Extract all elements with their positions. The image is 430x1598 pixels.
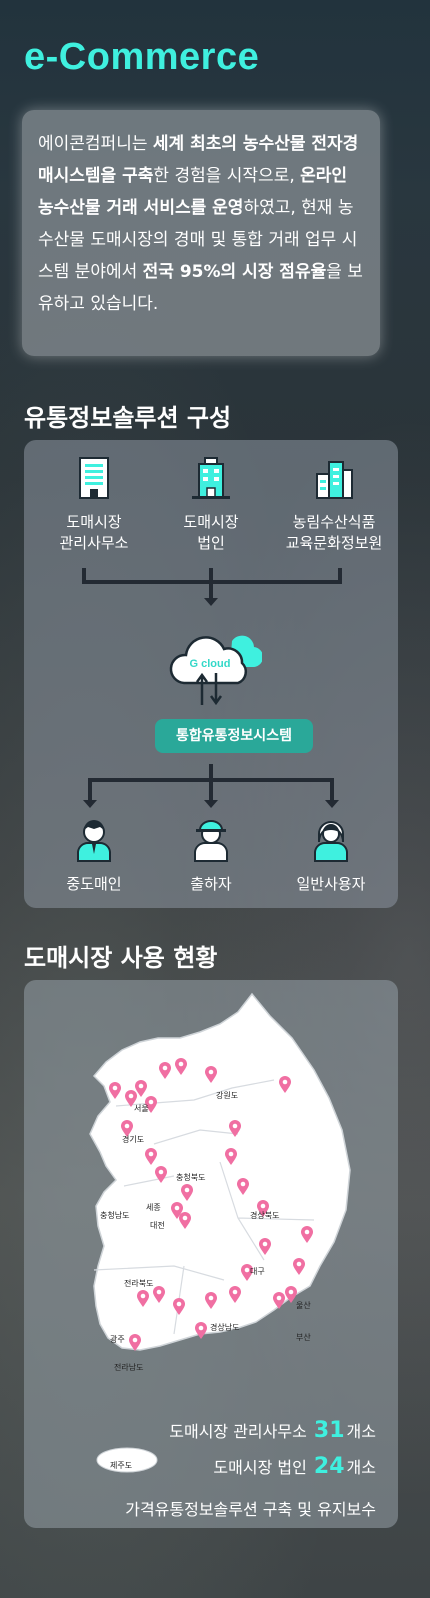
region-label: 경상남도 (210, 1323, 240, 1332)
region-label: 전라남도 (114, 1363, 144, 1372)
location-pin-icon (145, 1148, 157, 1165)
page-title: e-Commerce (24, 36, 260, 78)
intro-text-segment: 한 경험을 시작으로, (153, 166, 301, 186)
location-pin-icon (121, 1120, 133, 1137)
region-label: 제주도 (110, 1461, 133, 1470)
source-label: 도매시장 법인 (183, 513, 239, 552)
location-pin-icon (257, 1200, 269, 1217)
user-shipper: 출하자 (161, 818, 261, 895)
cloud-label: G cloud (190, 658, 231, 670)
user-middle-wholesaler: 중도매인 (44, 818, 144, 895)
intro-text-segment: 세계 최초의 농수산물 전자경매시스템을 구축 (38, 134, 359, 186)
location-pin-icon (175, 1058, 187, 1075)
intro-text-segment: 하였고, 현재 농수산물 도매시장의 경매 및 통합 거래 업무 시스템 분야에… (38, 198, 358, 282)
location-pin-icon (145, 1096, 157, 1113)
location-pin-icon (225, 1148, 237, 1165)
distribution-section-title: 유통정보솔루션 구성 (24, 404, 232, 432)
location-pin-icon (285, 1286, 297, 1303)
office-building-icon (79, 457, 109, 499)
region-label: 경상북도 (250, 1211, 280, 1220)
location-pin-icon (173, 1298, 185, 1315)
region-label: 경기도 (122, 1135, 145, 1144)
region-label: 충청남도 (100, 1211, 130, 1220)
intro-text-segment: 에이콘컴퍼니는 (38, 134, 153, 154)
region-label: 울산 (296, 1301, 311, 1310)
region-label: 강원도 (216, 1091, 239, 1100)
location-pin-icon (125, 1090, 137, 1107)
user-label: 중도매인 (66, 875, 122, 893)
source-connector-arrows (82, 568, 342, 606)
region-label: 광주 (110, 1335, 125, 1344)
source-label: 도매시장 관리사무소 (59, 513, 129, 552)
location-pin-icon (273, 1292, 285, 1309)
stat-market-office-count: 31 (313, 1418, 345, 1443)
person-tie-icon (77, 820, 111, 862)
stat-market-corporation-count: 24 (313, 1454, 345, 1479)
location-pin-icon (129, 1334, 141, 1351)
market-section-title: 도매시장 사용 현황 (24, 944, 218, 972)
location-pin-icon (293, 1258, 305, 1275)
location-pin-icon (135, 1080, 147, 1097)
location-pin-icon (179, 1212, 191, 1229)
location-pin-icon (155, 1166, 167, 1183)
location-pin-icon (205, 1292, 217, 1309)
integrated-system-badge: 통합유통정보시스템 (155, 719, 313, 753)
region-label: 대구 (250, 1267, 265, 1276)
location-pin-icon (237, 1178, 249, 1195)
location-pin-icon (153, 1286, 165, 1303)
location-pin-icon (279, 1076, 291, 1093)
region-label: 대전 (150, 1221, 165, 1230)
user-connector-arrows (83, 764, 339, 808)
person-hat-icon (194, 820, 228, 862)
intro-text-segment: 전국 95%의 시장 점유율 (142, 262, 327, 282)
city-buildings-icon (316, 461, 353, 499)
location-pin-icon (195, 1322, 207, 1339)
location-pin-icon (137, 1290, 149, 1307)
source-label: 농림수산식품 교육문화정보원 (285, 513, 383, 552)
region-label: 부산 (296, 1333, 311, 1342)
region-label: 전라북도 (124, 1279, 154, 1288)
location-pin-icon (205, 1066, 217, 1083)
location-pin-icon (181, 1184, 193, 1201)
cloud-icon: G cloud (169, 635, 262, 705)
distribution-panel: 도매시장 관리사무소 도매시장 법인 농림수산식품 교육문화정보원 (24, 440, 398, 908)
intro-text-segment: 을 보유하고 있습니다. (38, 262, 363, 314)
location-pin-icon (171, 1202, 183, 1219)
region-label: 서울 (134, 1104, 149, 1113)
korea-map (89, 992, 351, 1473)
location-pin-icon (229, 1286, 241, 1303)
user-general: 일반사용자 (281, 818, 381, 895)
market-footer-text: 가격유통정보솔루션 구축 및 유지보수 (125, 1500, 376, 1519)
corporate-building-icon (192, 457, 230, 499)
source-market-corporation: 도매시장 법인 (161, 456, 261, 554)
location-pin-icon (301, 1226, 313, 1243)
location-pin-icon (159, 1062, 171, 1079)
location-pin-icon (259, 1238, 271, 1255)
location-pin-icon (229, 1120, 241, 1137)
region-label: 충청북도 (176, 1173, 206, 1182)
user-label: 출하자 (190, 875, 232, 893)
user-label: 일반사용자 (296, 875, 366, 893)
location-pin-icon (109, 1082, 121, 1099)
intro-text-segment: 온라인 농수산물 거래 서비스를 운영 (38, 166, 348, 218)
region-label: 세종 (146, 1203, 161, 1212)
company-intro-box: 에이콘컴퍼니는 세계 최초의 농수산물 전자경매시스템을 구축한 경험을 시작으… (22, 110, 380, 356)
source-education-institute: 농림수산식품 교육문화정보원 (274, 456, 394, 554)
location-pin-icon (241, 1264, 253, 1281)
source-market-office: 도매시장 관리사무소 (44, 456, 144, 554)
person-woman-icon (314, 821, 348, 862)
